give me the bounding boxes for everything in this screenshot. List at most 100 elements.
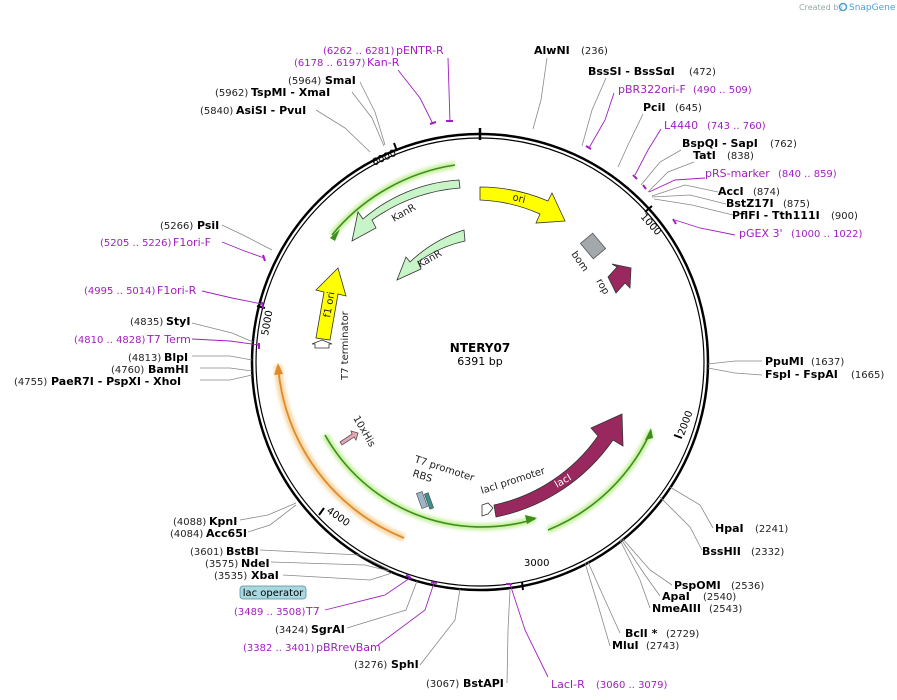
site-pos: (4084) [170, 529, 203, 540]
connector [192, 355, 253, 361]
t7-terminator-icon[interactable] [311, 339, 333, 349]
site-name[interactable]: PspOMI [674, 579, 721, 592]
primer-name[interactable]: F1ori-R [157, 284, 197, 297]
primer-name[interactable]: L4440 [664, 119, 698, 132]
site-pos: (1637) [811, 357, 844, 368]
connector [201, 290, 263, 305]
site-name[interactable]: BclI * [625, 627, 658, 640]
site-name[interactable]: KpnI [209, 515, 237, 528]
tick-label-1000: 1000 [638, 212, 663, 238]
site-name[interactable]: FspI - FspAI [765, 368, 838, 381]
restriction-site-labels: AlwNI (236) BssSI - BssSαI (472) PciI (6… [14, 44, 884, 690]
site-name[interactable]: NdeI [241, 557, 270, 570]
site-pos: (645) [675, 103, 702, 114]
connector [351, 91, 385, 147]
primer-name[interactable]: F1ori-F [173, 236, 211, 249]
connector [620, 538, 661, 597]
site-pos: (2536) [731, 581, 764, 592]
bom-feature[interactable] [579, 232, 607, 260]
primer-marker [642, 184, 647, 190]
connector [587, 561, 621, 634]
site-name[interactable]: BstBI [226, 545, 259, 558]
site-name[interactable]: Acc65I [206, 527, 247, 540]
site-pos: (4088) [173, 517, 206, 528]
tick-label-5000: 5000 [260, 310, 275, 337]
rbs-feature[interactable] [423, 492, 435, 510]
primer-name[interactable]: Kan-R [367, 56, 400, 69]
connector [191, 322, 254, 343]
site-pos: (4760) [111, 365, 144, 376]
primer-marker [430, 581, 438, 584]
site-name[interactable]: BssSI - BssSαI [588, 65, 675, 78]
primer-name[interactable]: pGEX 3' [739, 227, 783, 240]
site-name[interactable]: SphI [391, 658, 419, 671]
primer-name[interactable]: LacI-R [551, 678, 585, 691]
primer-name[interactable]: pBR322ori-F [618, 83, 686, 96]
position-ticks: 1000 2000 3000 4000 5000 6000 [256, 142, 696, 591]
primer-marker [261, 301, 264, 309]
site-name[interactable]: SgrAI [311, 623, 345, 636]
site-name[interactable]: TatI [693, 149, 716, 162]
site-name[interactable]: SmaI [325, 74, 356, 87]
site-name[interactable]: PaeR7I - PspXI - XhoI [51, 375, 181, 388]
primer-name[interactable]: T7 [305, 605, 320, 618]
tick-mark [318, 507, 325, 516]
t7-terminator-label: T7 terminator [340, 310, 351, 381]
connector [619, 539, 651, 609]
site-pos: (3424) [275, 625, 308, 636]
connector [200, 374, 253, 381]
orf-arrowhead [274, 363, 283, 375]
site-name[interactable]: HpaI [715, 522, 744, 535]
ori-label: ori [511, 192, 526, 206]
connector [282, 572, 393, 581]
site-pos: (874) [753, 187, 780, 198]
lac-operator-label: lac operator [243, 588, 304, 599]
site-name[interactable]: BamHI [148, 363, 189, 376]
snapgene-logo-icon [838, 2, 848, 12]
site-name[interactable]: PsiI [197, 219, 219, 232]
site-name[interactable]: AccI [718, 185, 744, 198]
site-name[interactable]: ApaI [662, 590, 690, 603]
ori-feature[interactable] [479, 186, 566, 224]
rop-feature[interactable] [607, 263, 632, 294]
primer-pos: (3489 .. 3508) [234, 607, 306, 618]
site-name[interactable]: BlpI [164, 351, 188, 364]
his-tag-feature[interactable] [339, 430, 359, 446]
site-name[interactable]: XbaI [251, 569, 279, 582]
t7-promoter-feature[interactable] [416, 491, 428, 509]
site-name[interactable]: StyI [166, 315, 190, 328]
site-name[interactable]: TspMI - XmaI [251, 86, 330, 99]
site-name[interactable]: PpuMI [765, 355, 804, 368]
connector [377, 582, 435, 646]
site-name[interactable]: BstAPI [463, 677, 504, 690]
f1-ori-feature[interactable] [315, 267, 347, 341]
site-name[interactable]: NmeAIII [652, 602, 701, 615]
kanr-outer-feature[interactable] [351, 179, 461, 242]
site-name[interactable]: MluI [612, 639, 639, 652]
site-pos: (5266) [160, 221, 193, 232]
connector [397, 69, 434, 125]
f1-ori-label: f1 ori [322, 291, 337, 319]
site-name[interactable]: AlwNI [534, 44, 570, 57]
kanr-inner-feature[interactable] [396, 229, 466, 281]
site-name[interactable]: BssHII [702, 545, 741, 558]
connector [532, 57, 548, 130]
lac-operator-box[interactable] [239, 585, 307, 600]
primer-name[interactable]: T7 Term [146, 333, 191, 346]
primer-name[interactable]: pENTR-R [396, 44, 444, 57]
laci-feature[interactable] [493, 413, 624, 518]
connector [707, 360, 762, 365]
site-name[interactable]: BspQI - SapI [682, 137, 758, 150]
site-pos: (3067) [426, 679, 459, 690]
site-name[interactable]: BstZ17I [726, 197, 774, 210]
site-pos: (900) [831, 211, 858, 222]
site-name[interactable]: PciI [643, 101, 665, 114]
connector [653, 198, 734, 216]
site-name[interactable]: PflFI - Tth111I [732, 209, 820, 222]
site-name[interactable]: AsiSI - PvuI [236, 104, 306, 117]
laci-promoter-feature[interactable] [481, 502, 494, 517]
primer-name[interactable]: pBRrevBam [316, 641, 381, 654]
site-pos: (3276) [354, 660, 387, 671]
primer-name[interactable]: pRS-marker [705, 167, 770, 180]
plasmid-name: NTERY07 [450, 341, 510, 355]
